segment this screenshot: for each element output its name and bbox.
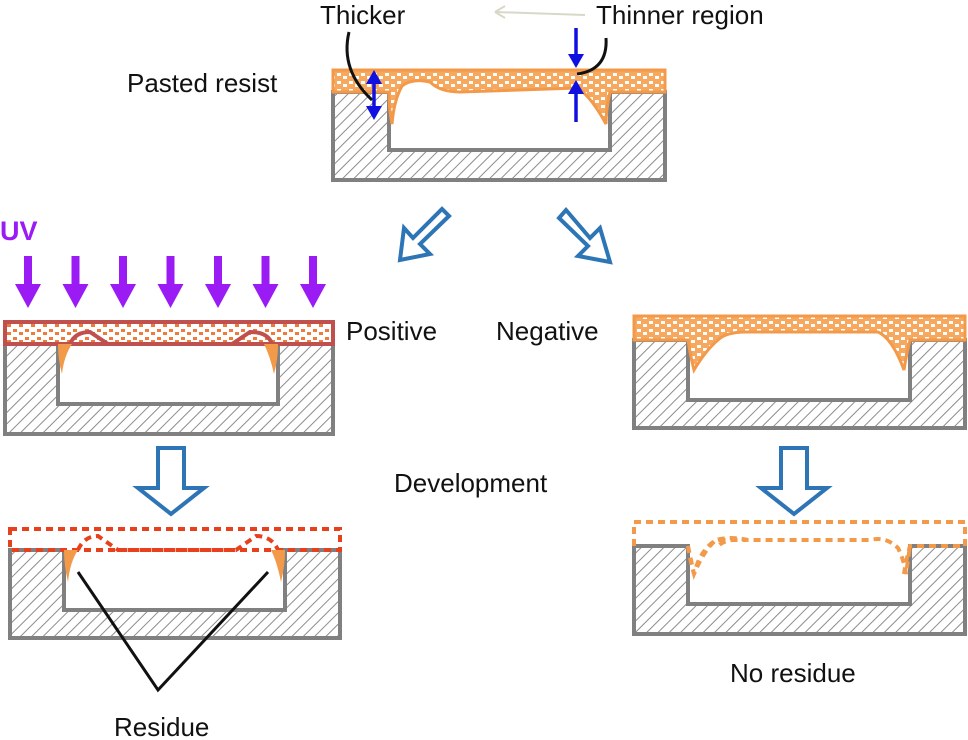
removed-resist-outline xyxy=(8,527,342,552)
negative-exposed-panel xyxy=(632,314,967,430)
substrate-positive xyxy=(3,342,335,436)
development-arrow-positive xyxy=(132,446,210,517)
uv-arrow xyxy=(62,256,89,308)
negative-resist-layer xyxy=(632,314,967,374)
removed-resist-profile-negative xyxy=(686,536,912,575)
thinner-arrow xyxy=(568,28,584,122)
thinner-leader xyxy=(576,37,608,76)
residue-pointer xyxy=(76,570,270,693)
development-label: Development xyxy=(394,468,548,498)
resist-corner-left xyxy=(58,344,72,374)
positive-exposed-panel xyxy=(3,320,335,436)
no-residue-label: No residue xyxy=(730,658,856,688)
pasted-resist-panel: Thicker Thinner region Pasted resist xyxy=(127,0,764,182)
exposed-resist-layer xyxy=(3,320,335,346)
resist-layer-top xyxy=(331,68,667,125)
uv-arrow xyxy=(252,256,279,308)
pasted-resist-label: Pasted resist xyxy=(127,68,278,98)
residue-right xyxy=(271,550,285,582)
uv-arrow xyxy=(110,256,136,308)
thicker-label: Thicker xyxy=(320,0,406,30)
resist-corner-right xyxy=(264,344,278,374)
flow-arrow-to-positive xyxy=(397,206,452,263)
negative-label: Negative xyxy=(496,316,599,346)
residue-left xyxy=(64,550,78,582)
positive-developed-panel xyxy=(8,527,342,693)
uv-arrow xyxy=(157,256,184,308)
negative-developed-panel xyxy=(632,520,967,636)
substrate-negative xyxy=(632,338,967,430)
residue-label: Residue xyxy=(114,712,209,740)
thinner-region-label: Thinner region xyxy=(596,0,764,30)
thicker-leader xyxy=(345,31,374,102)
uv-arrow xyxy=(300,256,326,308)
development-arrow-negative xyxy=(755,446,833,517)
exposed-resist-profile xyxy=(68,329,274,346)
thicker-arrow xyxy=(366,70,382,120)
uv-arrow xyxy=(15,256,41,308)
uv-arrow xyxy=(205,256,231,308)
uv-arrows xyxy=(15,256,326,308)
positive-label: Positive xyxy=(346,316,437,346)
uv-label: UV xyxy=(0,216,38,246)
substrate-top xyxy=(331,90,667,182)
removed-resist-profile xyxy=(76,533,280,552)
substrate-positive-developed xyxy=(8,548,342,640)
substrate-negative-developed xyxy=(632,544,967,636)
flow-arrow-to-negative xyxy=(556,206,613,265)
